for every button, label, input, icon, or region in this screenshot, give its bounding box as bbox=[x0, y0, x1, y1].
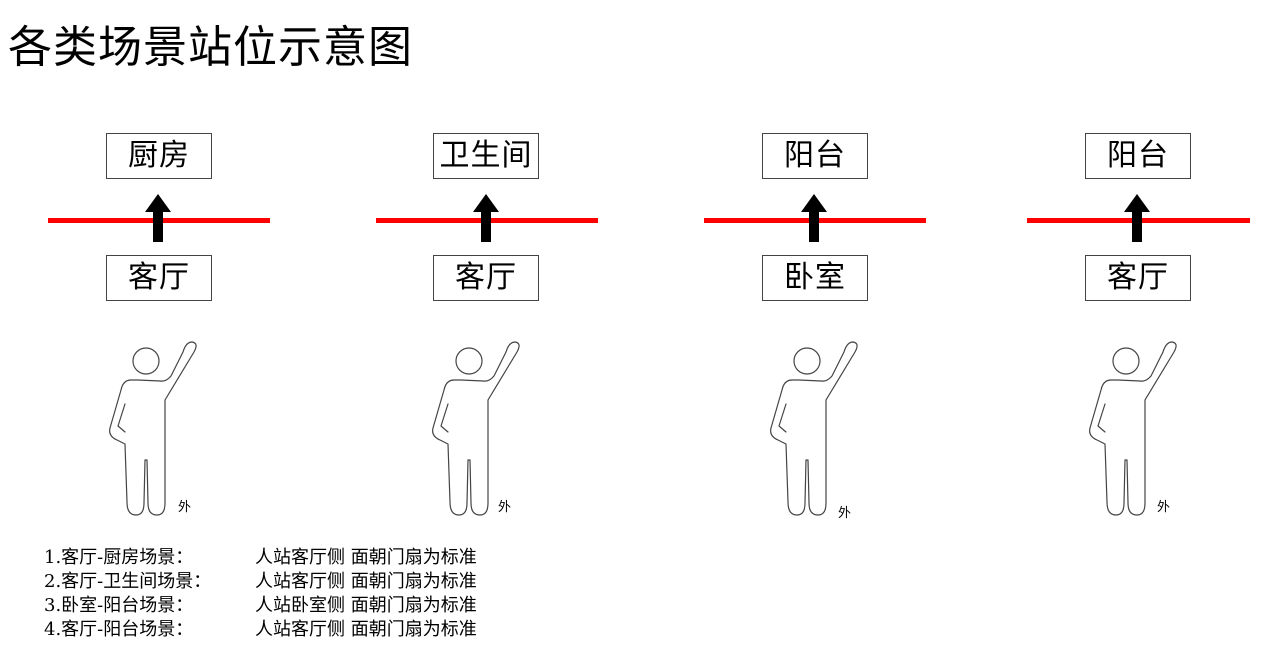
top-room-box: 厨房 bbox=[106, 133, 212, 179]
outside-label: 外 bbox=[498, 500, 512, 515]
arrow-up-icon bbox=[145, 194, 171, 242]
top-room-box: 阳台 bbox=[1085, 133, 1191, 179]
bottom-room-box: 卧室 bbox=[762, 255, 868, 301]
arrow-up-icon bbox=[473, 194, 499, 242]
note-rule: 人站卧室侧 面朝门扇为标准 bbox=[255, 595, 477, 616]
note-rule: 人站客厅侧 面朝门扇为标准 bbox=[255, 619, 477, 640]
scene-kitchen-living: 厨房 客厅 外 bbox=[48, 130, 278, 530]
top-room-label: 阳台 bbox=[1107, 138, 1169, 173]
person-waving-icon bbox=[770, 341, 858, 516]
top-room-label: 卫生间 bbox=[439, 138, 533, 173]
scene-bathroom-living: 卫生间 客厅 外 bbox=[376, 130, 606, 530]
note-scene: 2.客厅-卫生间场景： bbox=[44, 571, 212, 592]
note-rule: 人站客厅侧 面朝门扇为标准 bbox=[255, 547, 477, 568]
note-scene: 3.卧室-阳台场景： bbox=[44, 595, 194, 616]
top-room-box: 阳台 bbox=[762, 133, 868, 179]
note-rule: 人站客厅侧 面朝门扇为标准 bbox=[255, 571, 477, 592]
outside-label: 外 bbox=[1157, 500, 1171, 515]
person-waving-icon bbox=[1089, 341, 1177, 516]
note-line: 1.客厅-厨房场景： 人站客厅侧 面朝门扇为标准 bbox=[44, 546, 555, 570]
note-scene: 4.客厅-阳台场景： bbox=[44, 619, 194, 640]
note-line: 3.卧室-阳台场景： 人站卧室侧 面朝门扇为标准 bbox=[44, 594, 555, 618]
top-room-box: 卫生间 bbox=[433, 133, 539, 179]
note-line: 2.客厅-卫生间场景： 人站客厅侧 面朝门扇为标准 bbox=[44, 570, 555, 594]
page-title: 各类场景站位示意图 bbox=[8, 22, 413, 73]
bottom-room-label: 客厅 bbox=[1107, 260, 1169, 295]
bottom-room-box: 客厅 bbox=[1085, 255, 1191, 301]
note-scene: 1.客厅-厨房场景： bbox=[44, 547, 194, 568]
person-waving-icon bbox=[432, 341, 520, 516]
person-waving-icon bbox=[109, 341, 197, 516]
top-room-label: 厨房 bbox=[128, 138, 190, 173]
bottom-room-box: 客厅 bbox=[106, 255, 212, 301]
outside-label: 外 bbox=[838, 506, 852, 521]
bottom-room-box: 客厅 bbox=[433, 255, 539, 301]
bottom-room-label: 卧室 bbox=[784, 260, 846, 295]
notes-list: 1.客厅-厨房场景： 人站客厅侧 面朝门扇为标准 2.客厅-卫生间场景： 人站客… bbox=[44, 546, 555, 642]
scene-balcony-bedroom: 阳台 卧室 外 bbox=[704, 130, 934, 530]
bottom-room-label: 客厅 bbox=[128, 260, 190, 295]
arrow-up-icon bbox=[1124, 194, 1150, 242]
note-line: 4.客厅-阳台场景： 人站客厅侧 面朝门扇为标准 bbox=[44, 618, 555, 642]
arrow-up-icon bbox=[801, 194, 827, 242]
bottom-room-label: 客厅 bbox=[455, 260, 517, 295]
top-room-label: 阳台 bbox=[784, 138, 846, 173]
scene-balcony-living: 阳台 客厅 外 bbox=[1027, 130, 1257, 530]
outside-label: 外 bbox=[178, 500, 192, 515]
